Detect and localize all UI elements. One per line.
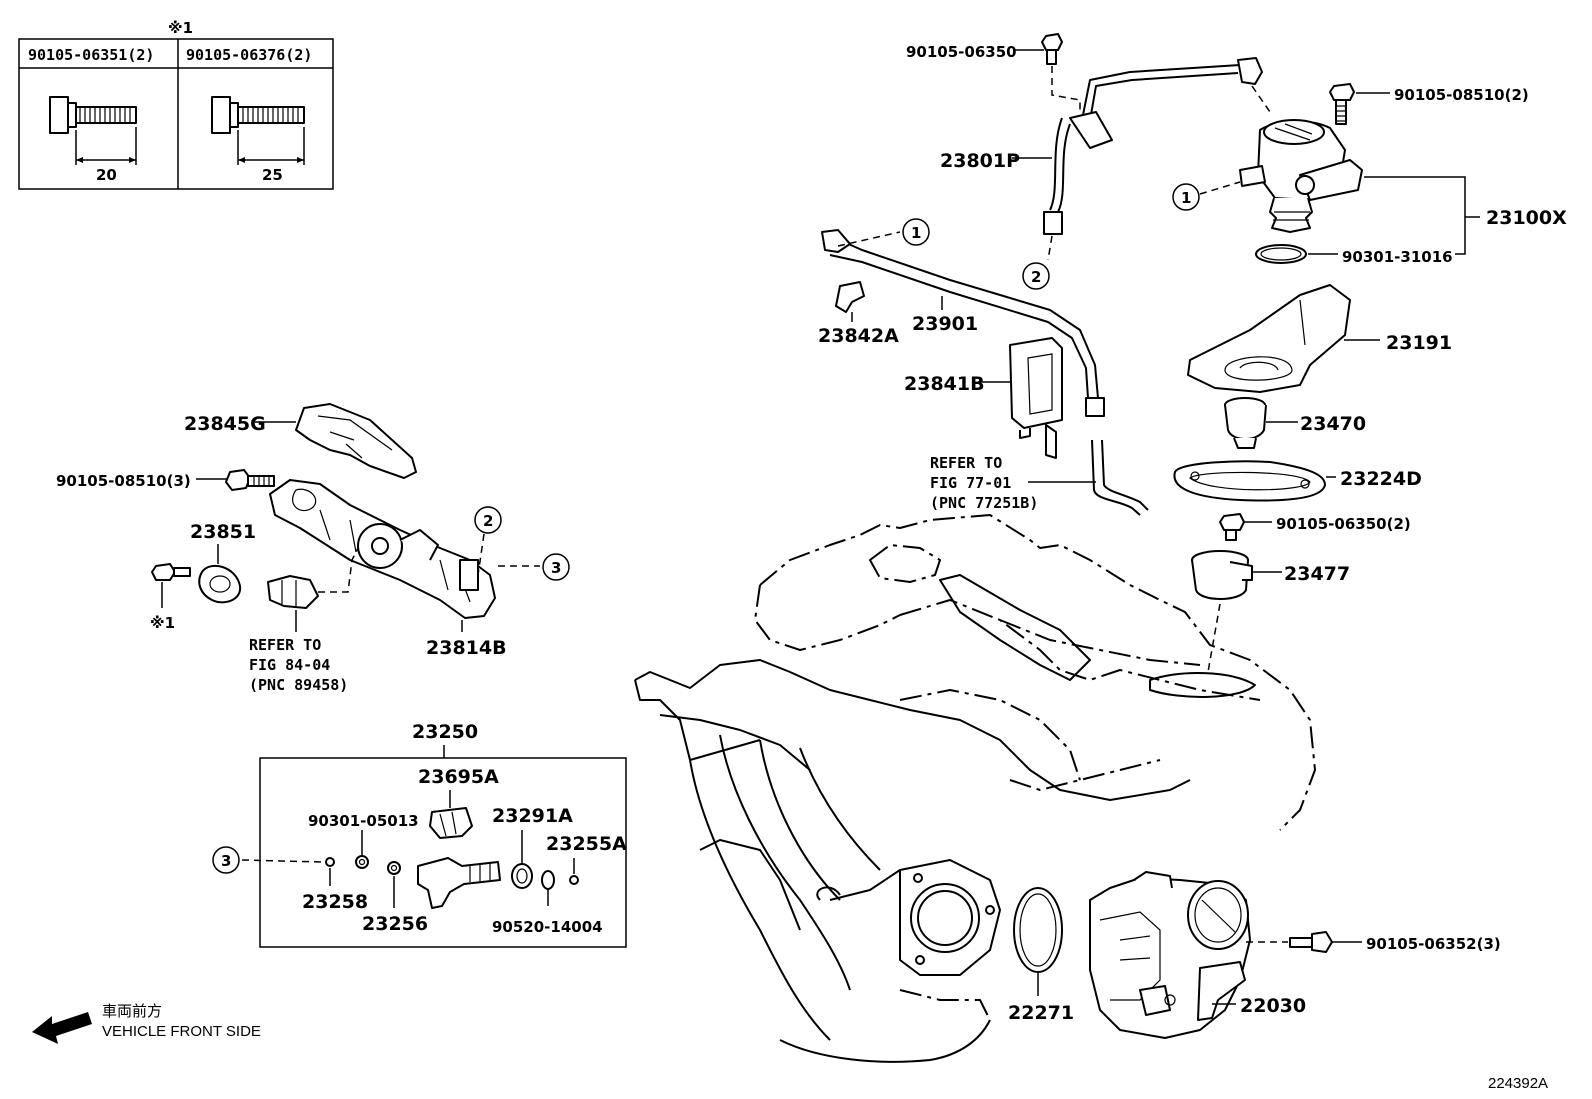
injector-kit-box [259,757,627,948]
ref-circle-3b [212,846,240,874]
label-23814B: 23814B [426,637,507,659]
label-90105-06350-2: 90105-06350(2) [1276,515,1411,533]
label-90105-08510-2: 90105-08510(2) [1394,86,1529,104]
bolt-20-icon [49,96,137,165]
label-90105-06352-3: 90105-06352(3) [1366,935,1501,953]
label-22271: 22271 [1008,1002,1074,1024]
label-23841B: 23841B [904,373,985,395]
label-23851: 23851 [190,521,256,543]
ref-number-3a: 3 [551,559,561,577]
gasket-22271 [1013,887,1063,973]
table-col2-part: 90105-06376(2) [186,46,312,64]
label-90301-05013: 90301-05013 [308,812,419,830]
sensor-icon [267,575,319,609]
damper-23841B [1009,337,1063,459]
label-note-mark: ※1 [150,614,175,632]
engine-outline [634,514,1316,1063]
bolt-icon [1041,33,1063,65]
bolt-icon [151,563,191,581]
gasket-23224D [1173,460,1326,502]
ref-number-3b: 3 [221,852,231,870]
label-23477: 23477 [1284,563,1350,585]
clip-icon [835,281,865,313]
label-23100X: 23100X [1486,207,1567,229]
refer-fig84-line2: FIG 84-04 [249,656,330,674]
ref-number-2: 2 [1031,268,1041,286]
ref-circle-1b [902,218,930,246]
ref-circle-3a [542,553,570,581]
insulator-23191 [1187,284,1351,393]
label-90105-08510-3: 90105-08510(3) [56,472,191,490]
label-23291A: 23291A [492,805,573,827]
ref-number-1a: 1 [1181,189,1191,207]
front-label-jp: 車両前方 [102,1003,162,1020]
bolt-25-icon [211,96,305,165]
ref-circle-2 [1022,262,1050,290]
intake-flange [899,859,1001,1021]
label-23258: 23258 [302,891,368,913]
fuel-pipe-23801P [1043,57,1263,235]
vehicle-front-arrow [32,1012,92,1044]
label-23842A: 23842A [818,325,899,347]
refer-fig84-line1: REFER TO [249,636,321,654]
label-23250: 23250 [412,721,478,743]
label-23695A: 23695A [418,766,499,788]
label-90301-31016: 90301-31016 [1342,248,1453,266]
label-23470: 23470 [1300,413,1366,435]
figure-id: 224392A [1488,1075,1548,1092]
refer-fig84-line3: (PNC 89458) [249,676,348,694]
table-note-mark: ※1 [168,19,193,37]
lifter-23470 [1224,397,1267,449]
bolt-icon [1289,931,1333,953]
ref-circle-2b [474,506,502,534]
label-23901: 23901 [912,313,978,335]
label-23845G: 23845G [184,413,266,435]
seal-23851 [198,564,242,604]
bolt-spec-table: ※1 90105-06351(2) 90105-06376(2) 20 [18,19,334,190]
bolt-icon [225,469,275,491]
table-col1-part: 90105-06351(2) [28,46,154,64]
injector-clip-icon [429,807,473,839]
housing-23477 [1191,550,1253,600]
bolt-icon [1329,83,1355,125]
refer-fig77-line3: (PNC 77251B) [930,494,1038,512]
ref-number-2b: 2 [483,512,493,530]
label-23256: 23256 [362,913,428,935]
hp-fuel-pump [1239,119,1363,233]
label-23224D: 23224D [1340,468,1422,490]
ref-circle-1a [1172,183,1200,211]
front-label-en: VEHICLE FRONT SIDE [102,1023,261,1040]
throttle-body-22030 [1089,871,1251,1039]
label-23255A: 23255A [546,833,627,855]
label-90520-14004: 90520-14004 [492,918,603,936]
bolt-icon [1219,513,1245,541]
ref-number-1b: 1 [911,224,921,242]
label-23191: 23191 [1386,332,1452,354]
table-col1-length: 20 [96,166,117,184]
label-22030: 22030 [1240,995,1306,1017]
refer-fig77-line2: FIG 77-01 [930,474,1011,492]
injector-icon [417,857,501,909]
refer-fig77-line1: REFER TO [930,454,1002,472]
table-col2-length: 25 [262,166,283,184]
label-23801P: 23801P [940,150,1020,172]
delivery-pipe-23814B [269,479,496,619]
label-90105-06350: 90105-06350 [906,43,1017,61]
cover-23845G [295,403,417,479]
